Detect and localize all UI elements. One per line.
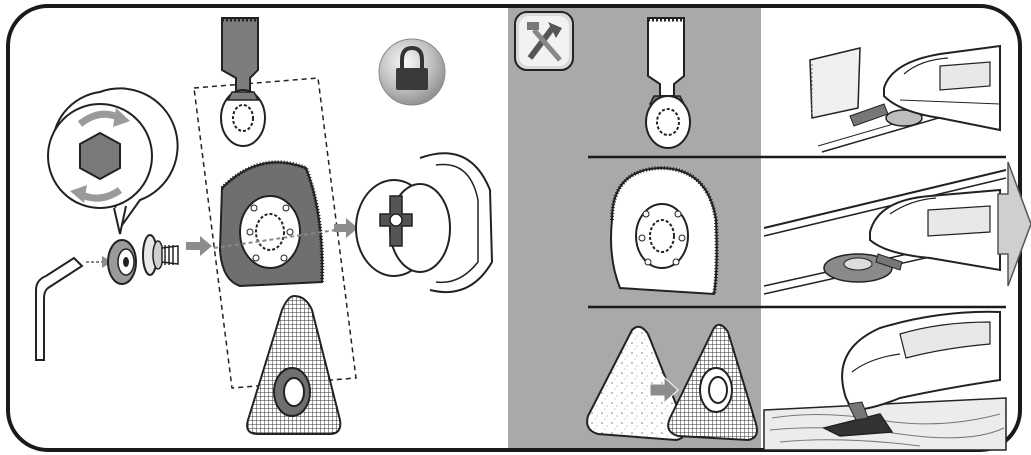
segment-blade-middle — [610, 165, 719, 296]
plunge-blade — [220, 17, 266, 147]
washer — [107, 239, 137, 285]
rotate-arrows-icon — [70, 108, 130, 203]
tool-spindle — [355, 152, 494, 294]
attach-arrow — [649, 375, 679, 405]
flush-cut-along-floor — [763, 169, 1007, 295]
hex-bolt-icon — [79, 131, 121, 181]
plunge-blade-middle — [645, 17, 691, 149]
segment-blade — [218, 160, 325, 288]
insert-arrow-2 — [186, 236, 212, 256]
flange-screw — [142, 234, 179, 276]
accessory-selection-box — [193, 77, 357, 389]
hex-key — [35, 256, 84, 361]
plunge-cut-into-board — [809, 44, 1001, 153]
continue-arrow-icon[interactable] — [997, 161, 1031, 287]
wrench-hammer-icon — [514, 11, 574, 71]
rotation-callout — [47, 87, 179, 235]
lock-icon — [378, 38, 446, 106]
insert-arrow-3 — [334, 218, 358, 238]
sanding-pad-middle — [667, 323, 758, 442]
sanding-on-wood — [763, 310, 1007, 451]
sanding-pad — [246, 294, 342, 435]
